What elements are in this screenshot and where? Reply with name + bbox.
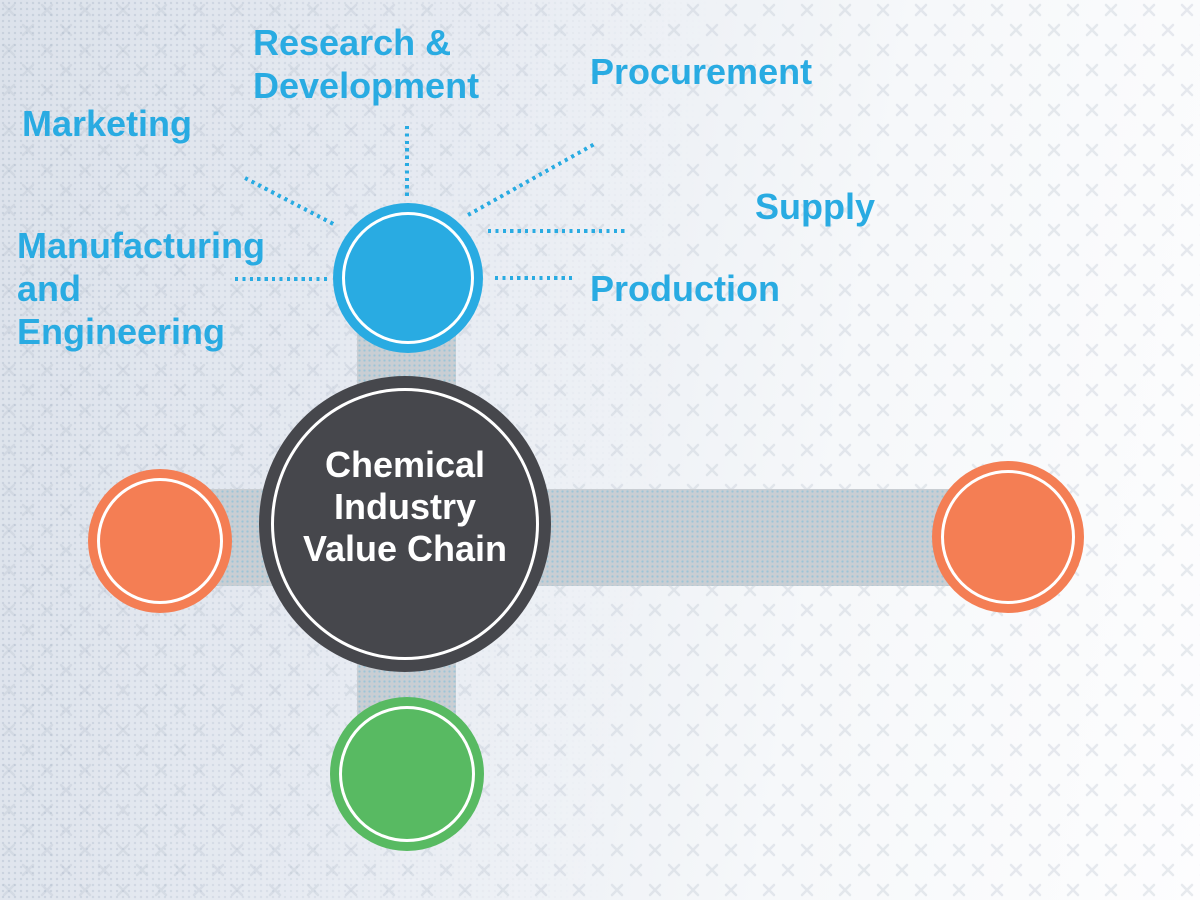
label-supply: Supply (755, 185, 875, 228)
label-line: Marketing (22, 103, 193, 144)
label-manufacturing-engineering: Manufacturing and Engineering (17, 224, 265, 353)
node-circle-top-blue (333, 203, 483, 353)
label-research-development: Research & Development (253, 21, 479, 107)
label-marketing: Marketing (22, 102, 192, 145)
dotted-line-production (495, 276, 574, 280)
hub-title-line: Industry (333, 486, 476, 527)
node-circle-left-orange (88, 469, 232, 613)
dotted-line-research-development (405, 126, 409, 198)
label-procurement: Procurement (590, 50, 812, 93)
label-line: and (17, 268, 82, 309)
hub-title: Chemical Industry Value Chain (303, 444, 507, 570)
hub-title-line: Chemical (324, 444, 486, 485)
dotted-line-supply (488, 229, 626, 233)
label-line: Development (253, 65, 480, 106)
label-line: Production (590, 268, 780, 309)
label-line: Engineering (17, 311, 226, 352)
node-circle-bottom-green (330, 697, 484, 851)
label-line: Research & (253, 22, 452, 63)
hub-title-line: Value Chain (302, 528, 508, 569)
label-production: Production (590, 267, 780, 310)
hub-circle: Chemical Industry Value Chain (259, 376, 551, 672)
dotted-line-manufacturing (235, 277, 327, 281)
node-circle-right-orange (932, 461, 1084, 613)
label-line: Manufacturing (17, 225, 265, 266)
label-line: Supply (755, 186, 876, 227)
label-line: Procurement (590, 51, 813, 92)
